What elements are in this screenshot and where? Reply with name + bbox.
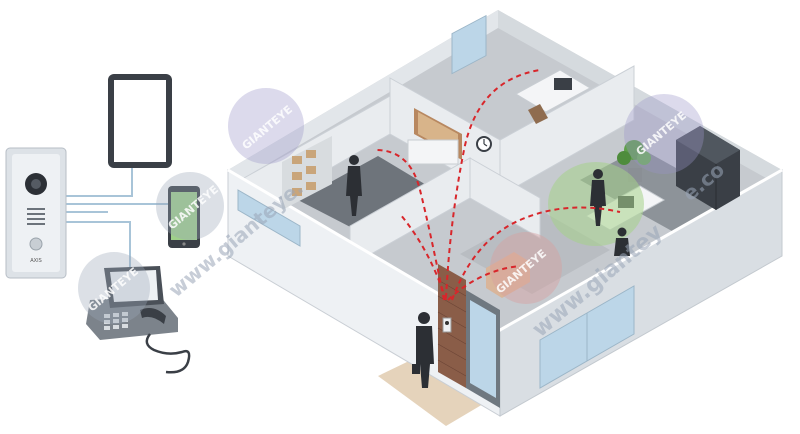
signal-paths: [375, 69, 621, 301]
wall-clock-icon: [476, 136, 492, 152]
floor-storage-dark: [298, 156, 438, 232]
smartphone-icon: [168, 186, 200, 248]
door-station-icon: AXIS: [5, 147, 67, 279]
desk-phone-icon: [86, 266, 191, 374]
window-right: [539, 285, 635, 389]
noticeboard: [407, 108, 462, 165]
tablet-icon: [108, 74, 172, 168]
entrance-mat: [378, 348, 500, 426]
wall-back-left: [228, 10, 498, 178]
armchair: [486, 252, 530, 298]
device-panel: AXIS: [5, 74, 200, 374]
person-icon: [346, 155, 630, 388]
server-rack-icon: [676, 126, 740, 210]
network-cables: [66, 168, 168, 268]
window-back: [451, 14, 487, 75]
office-desk: [514, 69, 592, 124]
device-brand-label: AXIS: [30, 258, 42, 264]
storage-shelves: [282, 136, 332, 210]
building-cutaway: [78, 10, 783, 426]
window-left: [237, 189, 301, 247]
